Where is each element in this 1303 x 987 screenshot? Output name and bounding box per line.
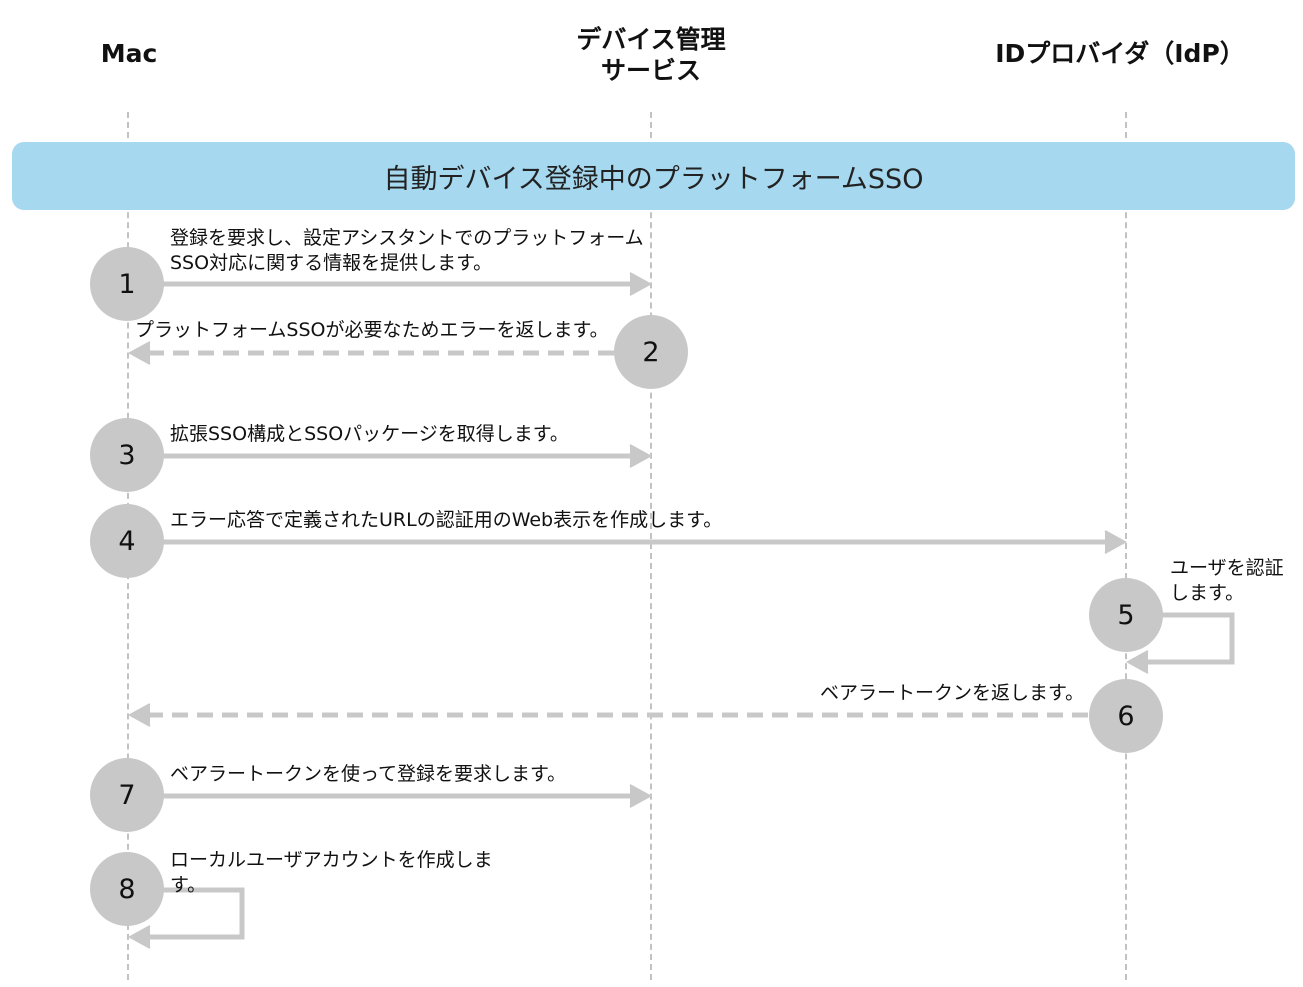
lifeline-device-management	[650, 112, 652, 980]
lane-title-device-management-line1: デバイス管理	[576, 25, 726, 54]
step-7-circle: 7	[90, 758, 164, 832]
arrowhead-step-2	[127, 341, 151, 365]
step-1-circle: 1	[90, 247, 164, 321]
arrowhead-step-1	[629, 272, 653, 296]
arrow-step-8	[146, 887, 245, 940]
step-1-label-line1: 登録を要求し、設定アシスタントでのプラットフォーム	[170, 227, 644, 249]
lane-title-device-management: デバイス管理 サービス	[540, 24, 762, 86]
step-2-label: プラットフォームSSOが必要なためエラーを返します。	[135, 319, 609, 341]
arrow-step-5	[1144, 612, 1235, 665]
step-8-circle: 8	[90, 852, 164, 926]
arrowhead-step-3	[629, 444, 653, 468]
lane-title-device-management-line2: サービス	[600, 56, 701, 85]
arrowhead-step-8	[127, 925, 151, 949]
step-6-circle: 6	[1089, 679, 1163, 753]
arrowhead-step-5	[1125, 650, 1149, 674]
step-4-label: エラー応答で定義されたURLの認証用のWeb表示を作成します。	[170, 509, 723, 531]
step-7-label: ベアラートークンを使って登録を要求します。	[170, 763, 567, 785]
step-3-circle: 3	[90, 418, 164, 492]
step-5-label-line1: ユーザを認証	[1170, 557, 1284, 579]
step-8-label: ローカルユーザアカウントを作成しま す。	[170, 848, 493, 898]
arrowhead-step-4	[1104, 530, 1128, 554]
step-5-circle: 5	[1089, 578, 1163, 652]
lane-title-mac: Mac	[100, 39, 158, 68]
title-banner: 自動デバイス登録中のプラットフォームSSO	[12, 142, 1295, 210]
step-8-label-line2: す。	[170, 874, 207, 896]
arrowhead-step-7	[629, 784, 653, 808]
step-5-label-line2: します。	[1170, 582, 1245, 604]
step-5-label: ユーザを認証 します。	[1170, 556, 1284, 606]
step-4-circle: 4	[90, 504, 164, 578]
lane-title-idp: IDプロバイダ（IdP）	[995, 39, 1245, 68]
step-1-label: 登録を要求し、設定アシスタントでのプラットフォーム SSO対応に関する情報を提供…	[170, 226, 644, 276]
step-2-circle: 2	[614, 315, 688, 389]
lifeline-idp	[1125, 112, 1127, 980]
step-3-label: 拡張SSO構成とSSOパッケージを取得します。	[170, 423, 569, 445]
step-6-label: ベアラートークンを返します。	[820, 682, 1085, 704]
arrowhead-step-6	[127, 703, 151, 727]
step-8-label-line1: ローカルユーザアカウントを作成しま	[170, 849, 493, 871]
step-1-label-line2: SSO対応に関する情報を提供します。	[170, 252, 493, 274]
